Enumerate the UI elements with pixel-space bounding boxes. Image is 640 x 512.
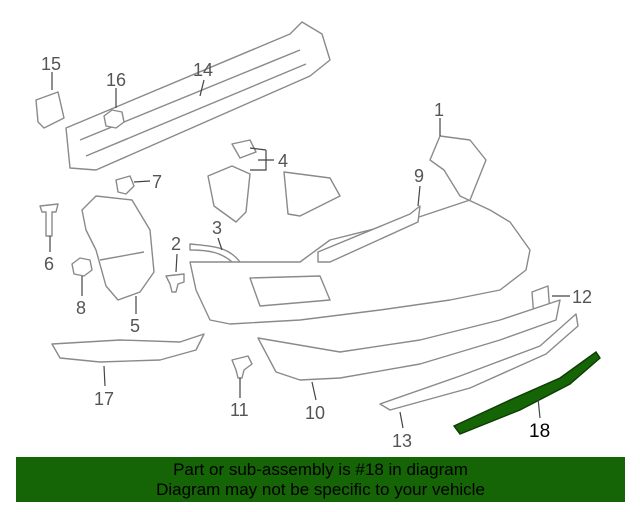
part-14-reinforcement[interactable] <box>65 21 331 171</box>
part-17-strip[interactable] <box>51 333 205 363</box>
callout-16: 16 <box>106 70 126 90</box>
callout-2: 2 <box>171 234 181 254</box>
callout-4: 4 <box>278 151 288 171</box>
part-11-clip[interactable] <box>231 355 253 379</box>
callout-18: 18 <box>529 421 550 442</box>
callout-15: 15 <box>41 54 61 74</box>
part-10-valance[interactable] <box>257 299 561 381</box>
part-5-bracket[interactable] <box>81 195 155 301</box>
part-13-diffuser[interactable] <box>379 313 579 411</box>
callout-1: 1 <box>434 100 444 120</box>
callout-9: 9 <box>414 166 424 186</box>
callout-10: 10 <box>305 403 325 423</box>
callout-17: 17 <box>94 389 114 409</box>
leader-lines <box>49 72 570 429</box>
banner-line-2: Diagram may not be specific to your vehi… <box>156 480 485 499</box>
info-banner: Part or sub-assembly is #18 in diagram D… <box>16 457 625 502</box>
callout-5: 5 <box>130 316 140 336</box>
callout-6: 6 <box>44 254 54 274</box>
part-9-bracket[interactable] <box>317 205 421 263</box>
part-7-clip[interactable] <box>115 175 135 195</box>
part-1-bumper-cover[interactable] <box>189 135 531 325</box>
part-18-trim-highlighted[interactable] <box>452 351 601 435</box>
banner-line-1: Part or sub-assembly is #18 in diagram <box>173 460 468 479</box>
callout-11: 11 <box>230 400 249 420</box>
callout-14: 14 <box>193 60 213 80</box>
callout-7: 7 <box>152 172 162 192</box>
callout-13: 13 <box>392 431 412 451</box>
part-6-screw[interactable] <box>39 203 59 237</box>
part-4-bracket[interactable] <box>207 139 341 223</box>
part-2-clip[interactable] <box>165 273 185 293</box>
part-8-nut[interactable] <box>71 257 93 277</box>
part-16-nut[interactable] <box>103 109 125 129</box>
callout-8: 8 <box>76 298 86 318</box>
part-15-pad[interactable] <box>35 91 65 129</box>
callout-3: 3 <box>212 218 222 238</box>
callout-12: 12 <box>572 287 592 307</box>
